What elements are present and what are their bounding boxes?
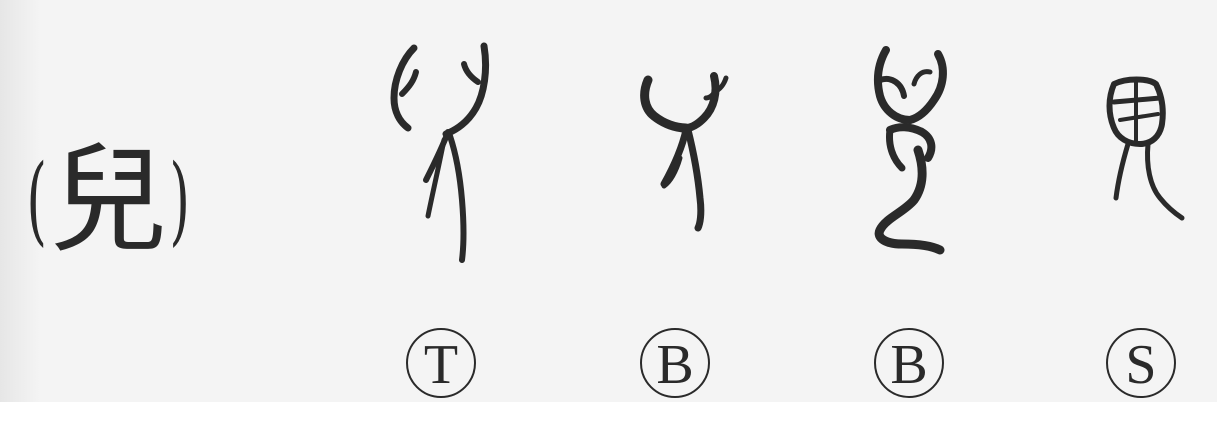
source-badge-2: B — [640, 328, 710, 398]
headword-label: ( 兒 ) — [18, 140, 199, 260]
source-badge-2-letter: B — [656, 334, 694, 396]
source-badge-4-letter: S — [1125, 334, 1157, 396]
bottom-margin — [0, 402, 1217, 429]
left-edge-shadow — [0, 0, 40, 429]
ancient-script-form-2-icon — [630, 68, 730, 238]
open-paren: ( — [26, 144, 48, 256]
headword-character: 兒 — [49, 131, 168, 269]
source-badge-1-letter: T — [423, 334, 459, 396]
ancient-script-form-3-icon — [862, 40, 962, 260]
source-badge-1: T — [406, 328, 476, 398]
ancient-script-form-1-icon — [380, 40, 500, 270]
source-badge-3-letter: B — [890, 334, 928, 396]
source-badge-3: B — [874, 328, 944, 398]
source-badge-4: S — [1106, 328, 1176, 398]
close-paren: ) — [169, 144, 191, 256]
ancient-script-form-4-icon — [1100, 74, 1190, 224]
